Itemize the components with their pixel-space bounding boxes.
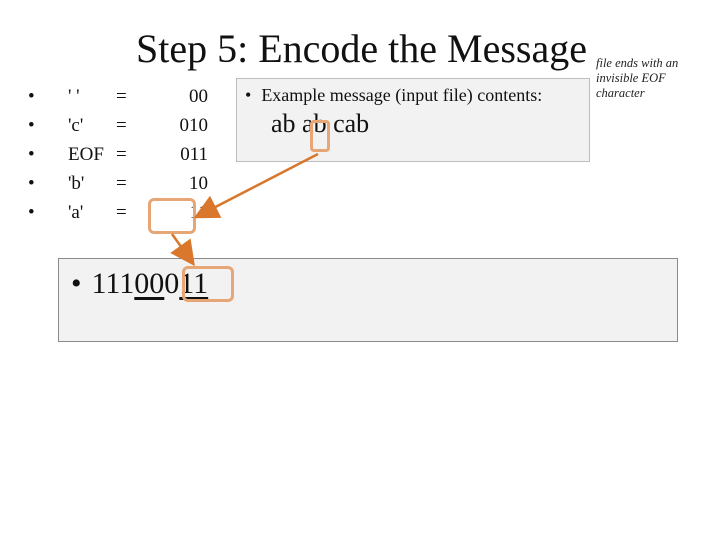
eof-note: file ends with an invisible EOF characte… — [596, 56, 679, 100]
bullet: • — [28, 173, 35, 194]
example-text: ab ab cab — [271, 109, 370, 138]
result-bits-part3: 0 — [164, 267, 180, 300]
bullet: • — [28, 202, 35, 223]
code-symbol: 'b' — [68, 173, 85, 194]
code-bits: 010 — [179, 115, 209, 136]
example-label-text: Example message (input file) contents: — [261, 85, 543, 105]
bullet: • — [245, 85, 252, 105]
result-bits-space-code: 00 — [134, 267, 165, 300]
code-symbol: ' ' — [68, 86, 80, 107]
result-bits-part1: 111 — [91, 267, 135, 300]
result-highlight — [182, 266, 234, 302]
result-box: •11100011 — [58, 258, 678, 342]
code-symbol: 'a' — [68, 202, 84, 223]
code-equals: = — [116, 86, 127, 107]
code-symbol: 'c' — [68, 115, 84, 136]
code-bits: 011 — [180, 144, 208, 165]
arrow-to-result — [170, 233, 195, 267]
code-equals: = — [116, 115, 127, 136]
bullet: • — [28, 144, 35, 165]
bullet: • — [28, 115, 35, 136]
code-equals: = — [116, 202, 127, 223]
example-label: • Example message (input file) contents: — [245, 85, 542, 106]
slide-title: Step 5: Encode the Message — [136, 26, 587, 71]
arrow-to-code — [193, 152, 319, 219]
code-bits: 10 — [189, 173, 208, 194]
bullet: • — [71, 267, 82, 300]
code-equals: = — [116, 173, 127, 194]
code-bits: 00 — [189, 86, 208, 107]
code-equals: = — [116, 144, 127, 165]
example-box: •Example message (input file) contents: … — [236, 78, 590, 162]
space-highlight — [310, 120, 330, 152]
code-symbol: EOF — [68, 144, 104, 165]
bullet: • — [28, 86, 35, 107]
